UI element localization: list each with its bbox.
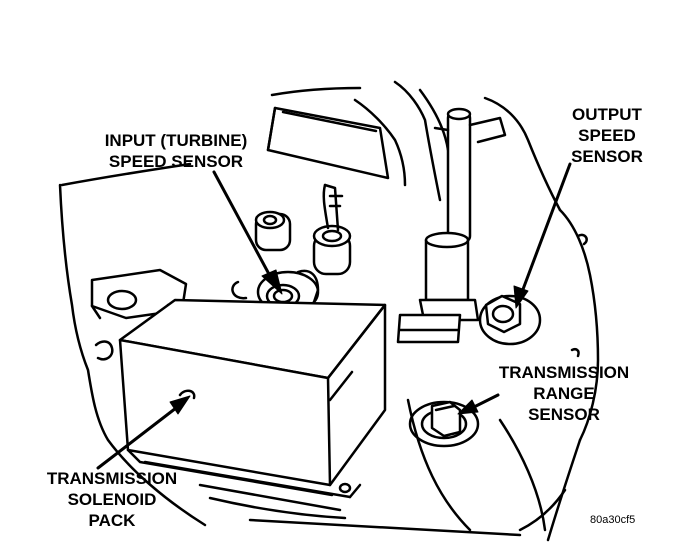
output-speed-sensor <box>478 294 542 346</box>
figure-code: 80a30cf5 <box>590 514 636 526</box>
solenoid-pack-leader <box>96 406 178 470</box>
input-speed-sensor-label: INPUT (TURBINE) SPEED SENSOR <box>104 131 248 171</box>
cover-bar <box>266 106 390 180</box>
input-sensor-leader <box>212 170 272 278</box>
range-sensor-arrowhead <box>457 399 479 415</box>
output-speed-sensor-label: OUTPUT SPEED SENSOR <box>571 105 643 166</box>
solenoid-pack <box>118 298 387 520</box>
range-sensor-label: TRANSMISSION RANGE SENSOR <box>498 363 630 424</box>
range-sensor-leader <box>472 393 500 409</box>
output-sensor-arrowhead <box>513 285 529 309</box>
solenoid-pack-label: TRANSMISSION SOLENOID PACK <box>46 469 178 530</box>
output-sensor-leader <box>520 162 572 294</box>
case-lower <box>248 398 547 537</box>
output-shaft <box>396 107 507 344</box>
sensor-pipe <box>312 183 352 276</box>
input-sensor-arrowhead <box>261 269 283 295</box>
leader-arrows <box>96 162 572 470</box>
solenoid-pack-arrowhead <box>169 395 191 415</box>
